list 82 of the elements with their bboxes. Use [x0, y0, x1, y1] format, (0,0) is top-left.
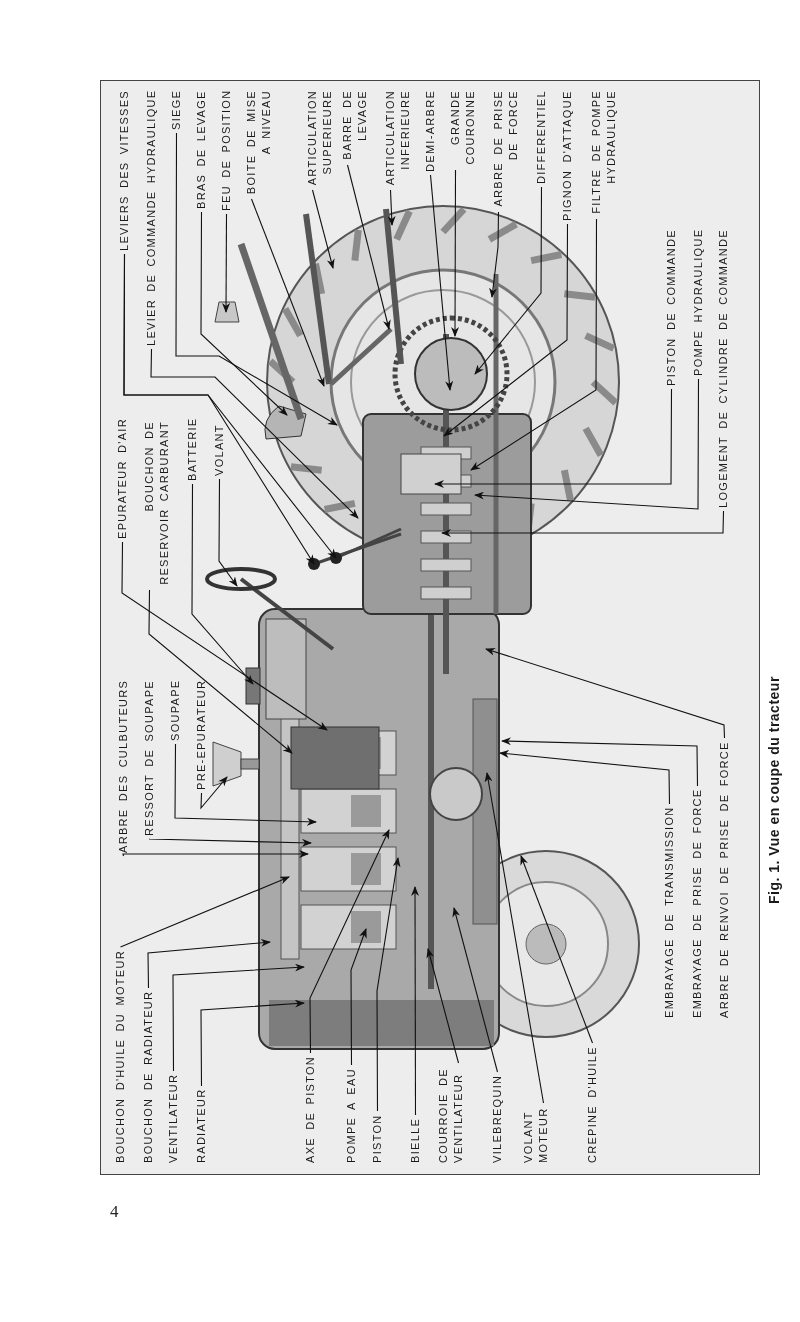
leader-line — [451, 169, 460, 337]
part-label: SIEGE — [168, 89, 184, 130]
part-label: EMBRAYAGE DE PRISE DE FORCE — [689, 788, 705, 1018]
part-label: PIGNON D'ATTAQUE — [559, 90, 575, 221]
part-label: DIFFERENTIEL — [533, 90, 549, 184]
part-label: PISTON — [369, 1114, 385, 1163]
leader-line — [119, 876, 290, 948]
figure-caption: Fig. 1. Vue en coupe du tracteur — [766, 676, 782, 904]
part-label: BRAS DE LEVAGE — [193, 90, 209, 209]
part-label: GRANDE COURONNE — [447, 90, 478, 167]
part-label: BOUCHON DE RESERVOIR CARBURANT — [141, 421, 172, 587]
part-label: BATTERIE — [184, 417, 200, 481]
part-label: ARBRE DES CULBUTEURS — [115, 679, 131, 853]
part-label: ARBRE DE RENVOI DE PRISE DE FORCE — [716, 741, 732, 1018]
part-label: BOITE DE MISE A NIVEAU — [243, 90, 274, 196]
leader-line — [470, 218, 598, 471]
leader-line — [485, 647, 726, 739]
leader-line — [121, 541, 328, 731]
part-label: ARTICULATION INFERIEURE — [382, 90, 413, 187]
part-label: RESSORT DE SOUPAPE — [141, 680, 157, 836]
part-label: AXE DE PISTON — [302, 1055, 318, 1163]
leader-line — [376, 857, 401, 1112]
part-label: VOLANT — [211, 424, 227, 476]
leader-line — [520, 855, 594, 1044]
part-label: COURROIE DE VENTILATEUR — [435, 1066, 466, 1163]
leader-line — [148, 838, 312, 847]
leader-line — [474, 378, 700, 510]
leader-line — [350, 928, 367, 1066]
leader-line — [434, 388, 673, 488]
part-label: POMPE A EAU — [343, 1068, 359, 1163]
part-label: EPURATEUR D'AIR — [114, 418, 130, 539]
part-label: DEMI-ARBRE — [422, 89, 438, 172]
page-number: 4 — [110, 1202, 119, 1222]
part-label: RADIATEUR — [193, 1088, 209, 1163]
part-label: ARBRE DE PRISE DE FORCE — [490, 90, 521, 209]
part-label: POMPE HYDRAULIQUE — [690, 228, 706, 376]
leader-line — [147, 938, 271, 989]
leader-line — [174, 743, 317, 826]
part-label: BIELLE — [407, 1117, 423, 1163]
part-label: FILTRE DE POMPE HYDRAULIQUE — [588, 90, 619, 216]
leader-line — [250, 198, 325, 387]
part-label: PRE-EPURATEUR — [193, 679, 209, 790]
leader-line — [411, 886, 419, 1116]
leader-line — [346, 164, 391, 330]
part-label: VENTILATEUR — [165, 1073, 181, 1163]
leader-line — [429, 174, 454, 391]
leader-line — [191, 483, 254, 685]
leader-line — [222, 213, 231, 313]
part-label: FEU DE POSITION — [218, 89, 234, 211]
part-label: VOLANT MOTEUR — [520, 1106, 551, 1163]
leader-line — [122, 850, 309, 858]
leader-line — [218, 478, 238, 587]
part-label: LEVIERS DES VITESSES — [116, 90, 132, 251]
part-label: ARTICULATION SUPERIEURE — [304, 90, 335, 187]
leader-line — [501, 737, 699, 787]
leader-line — [200, 776, 228, 810]
part-label: BARRE DE LEVAGE — [339, 90, 370, 162]
leader-line — [200, 999, 305, 1087]
part-label: LOGEMENT DE CYLINDRE DE COMMANDE — [715, 229, 731, 508]
leader-line — [200, 211, 288, 416]
leader-line — [175, 132, 338, 426]
leader-line — [484, 772, 545, 1104]
part-label: LEVIER DE COMMANDE HYDRAULIQUE — [143, 89, 159, 346]
leader-line — [172, 963, 305, 1072]
leader-line — [150, 348, 359, 519]
leader-line — [474, 186, 543, 375]
leader-line — [489, 211, 500, 298]
leader-line — [311, 189, 335, 269]
part-label: SOUPAPE — [167, 679, 183, 741]
part-label: EMBRAYAGE DE TRANSMISSION — [661, 806, 677, 1018]
leader-line — [499, 749, 671, 805]
leader-line — [148, 589, 293, 754]
leader-line — [452, 907, 499, 1073]
part-label: VILEBREQUIN — [489, 1074, 505, 1163]
leader-line — [443, 223, 569, 437]
leader-line — [309, 829, 390, 1054]
leader-line — [387, 189, 396, 226]
leader-line — [441, 510, 725, 537]
part-label: BOUCHON D'HUILE DU MOTEUR — [112, 950, 128, 1163]
part-label: PISTON DE COMMANDE — [663, 229, 679, 386]
part-label: CREPINE D'HUILE — [584, 1046, 600, 1163]
part-label: BOUCHON DE RADIATEUR — [140, 990, 156, 1163]
